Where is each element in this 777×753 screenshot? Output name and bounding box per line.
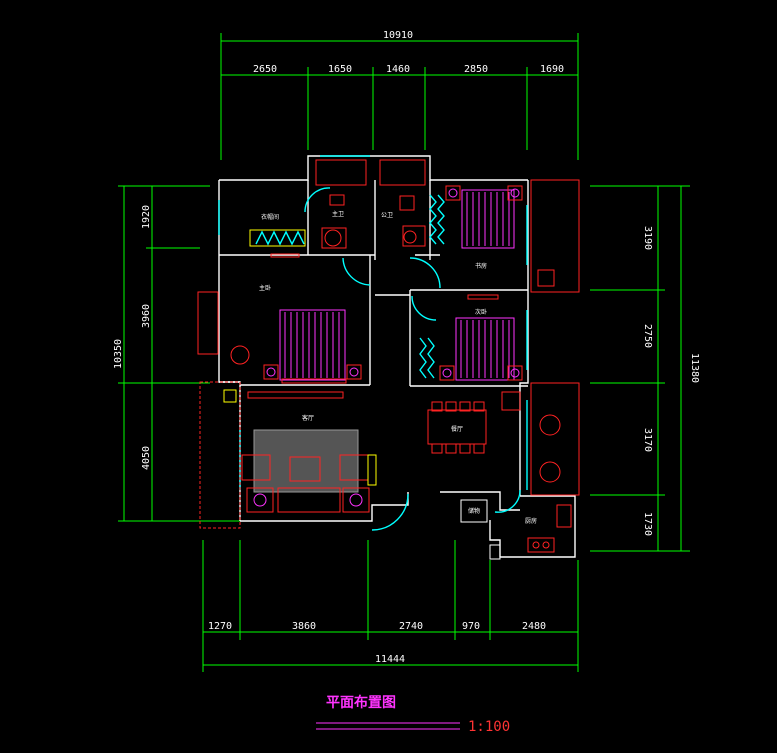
dim-right-total: 11380 [689,353,700,383]
dim-right-1: 3190 [642,226,653,250]
dining-furniture [427,391,561,483]
drawing-scale: 1:100 [468,719,510,735]
dim-right-4: 1730 [642,512,653,536]
dim-left-3: 4050 [141,446,152,470]
dim-top-5: 1690 [540,64,564,75]
master-bath-fixtures [315,159,367,249]
dim-bottom-1: 1270 [208,621,232,632]
room-label-second-bedroom: 次卧 [475,308,487,316]
doors [304,187,521,531]
room-label-storage: 储物 [468,507,480,515]
dim-bottom-2: 3860 [292,621,316,632]
dim-left-1: 1920 [141,205,152,229]
study-wardrobe [429,194,445,245]
room-label-study: 书房 [475,262,487,270]
dim-top-3: 1460 [386,64,410,75]
dim-bottom-4: 970 [462,621,480,632]
public-bath-fixtures [379,159,426,247]
dim-bottom-3: 2740 [399,621,423,632]
dim-right-2: 2750 [642,324,653,348]
dim-right-3: 3170 [642,428,653,452]
dim-bottom-total: 11444 [375,654,405,665]
room-label-master-bedroom: 主卧 [259,284,271,292]
dim-top-4: 2850 [464,64,488,75]
dim-bottom-5: 2480 [522,621,546,632]
second-bed [419,294,523,381]
dim-top-total: 10910 [383,30,413,41]
room-label-living-room: 客厅 [302,414,314,422]
room-label-cloakroom: 衣帽间 [261,213,279,221]
kitchen-fixtures [460,499,572,560]
dim-left-2: 3960 [141,304,152,328]
room-label-dining-room: 餐厅 [451,425,463,433]
room-label-public-bath: 公卫 [381,212,393,219]
dimension-lines [118,33,690,672]
drawing-title: 平面布置图 [326,694,396,711]
dim-left-total: 10350 [113,339,124,369]
cloakroom-wardrobe [249,229,306,258]
master-bed [230,309,362,384]
study-bed [445,185,555,287]
dim-top-1: 2650 [253,64,277,75]
living-room-furniture [223,389,377,513]
room-label-kitchen: 厨房 [525,517,537,525]
balconies [197,179,580,529]
dim-top-2: 1650 [328,64,352,75]
room-label-master-bath: 主卫 [332,210,344,218]
